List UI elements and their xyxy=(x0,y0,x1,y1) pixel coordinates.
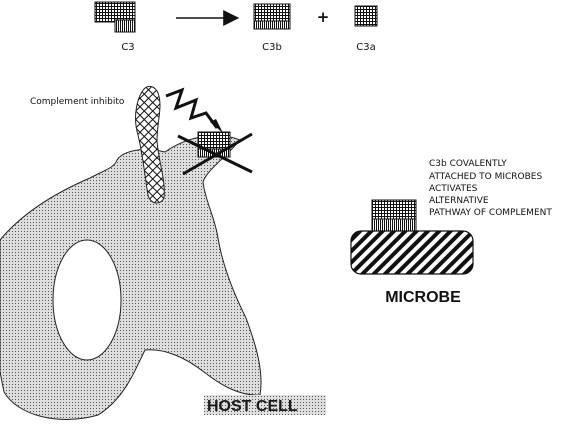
host-cell-body xyxy=(0,135,262,420)
c3-molecule xyxy=(94,1,136,33)
host-cell-nucleus xyxy=(52,239,122,361)
c3a-label: C3a xyxy=(356,42,375,53)
c3b-label: C3b xyxy=(262,42,282,53)
plus-sign: + xyxy=(317,8,330,26)
microbe-description: C3b COVALENTLY ATTACHED TO MICROBES ACTI… xyxy=(429,159,552,218)
c3b-on-microbe xyxy=(371,199,417,232)
host-cell-label: HOST CELL xyxy=(207,398,298,415)
microbe-label: MICROBE xyxy=(385,289,461,306)
complement-inhibitor-protein xyxy=(135,85,165,204)
complement-inhibitor-label: Complement inhibito xyxy=(30,97,125,107)
blocked-cross-icon xyxy=(177,132,253,176)
microbe-description-line: C3b COVALENTLY xyxy=(429,159,507,169)
microbe-body xyxy=(350,230,474,275)
microbe-description-line: ALTERNATIVE xyxy=(429,196,489,206)
c3-label: C3 xyxy=(121,42,134,53)
microbe-description-line: PATHWAY OF COMPLEMENT xyxy=(429,208,552,218)
microbe-description-line: ATTACHED TO MICROBES xyxy=(429,172,542,182)
microbe-description-line: ACTIVATES xyxy=(429,184,478,194)
c3b-fragment xyxy=(253,3,291,30)
host-cell-label-bg xyxy=(204,395,326,415)
inhibition-signal xyxy=(165,87,219,129)
c3a-fragment xyxy=(354,5,378,27)
